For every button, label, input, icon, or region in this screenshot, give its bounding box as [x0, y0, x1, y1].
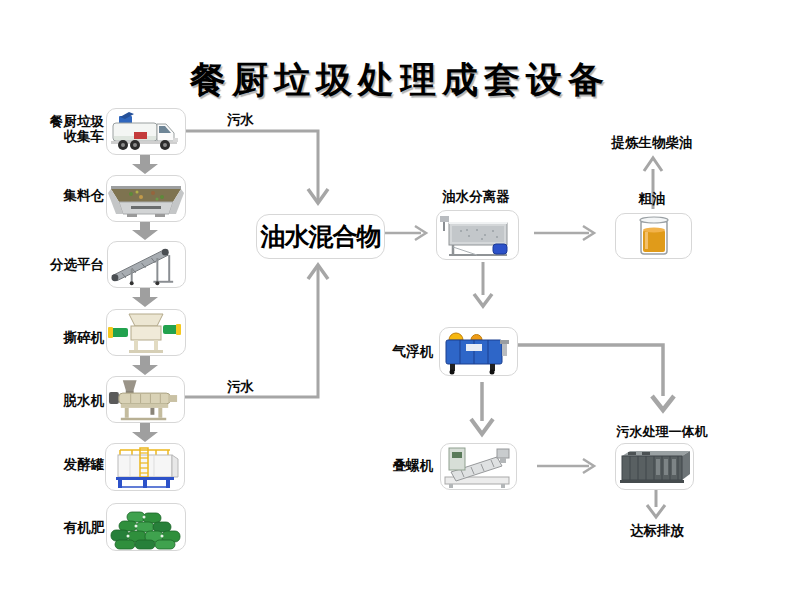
screw-press-icon — [441, 444, 516, 489]
label-flotation: 气浮机 — [393, 345, 434, 360]
fermentation-tank-icon — [106, 444, 184, 490]
node-mixture: 油水混合物 — [256, 214, 385, 259]
arrow-flotation-to-screw — [471, 382, 493, 434]
node-crude-oil — [615, 213, 692, 259]
label-hopper: 集料仓 — [64, 189, 105, 204]
node-separator — [436, 210, 519, 260]
label-sewage-top: 污水 — [227, 113, 254, 128]
arrow-separator-to-crude — [534, 226, 594, 240]
block-arrow-truck-hopper — [132, 155, 158, 174]
collection-bin-icon — [107, 176, 185, 221]
block-arrow-hopper-sorting — [132, 221, 158, 240]
node-sorting — [107, 241, 186, 288]
node-truck — [106, 108, 186, 155]
sewage-line-dewater-to-mixture — [182, 265, 328, 397]
air-flotation-machine-icon — [440, 328, 517, 375]
shredder-icon — [107, 310, 185, 355]
label-sewage-bottom: 污水 — [227, 380, 254, 395]
label-crude-oil: 粗油 — [639, 192, 666, 207]
node-shredder — [106, 309, 186, 356]
label-truck: 餐厨垃圾 收集车 — [50, 115, 104, 144]
diagram-title: 餐厨垃圾处理成套设备 — [0, 56, 800, 105]
mixture-label: 油水混合物 — [257, 215, 384, 258]
truck-icon — [107, 109, 185, 154]
node-flotation — [439, 327, 518, 376]
dewatering-machine-icon — [107, 377, 184, 422]
fertilizer-bags-icon — [107, 504, 185, 550]
sewage-treatment-unit-icon — [616, 444, 693, 489]
label-fertilizer: 有机肥 — [64, 521, 105, 536]
arrow-mixture-to-separator — [385, 226, 426, 240]
label-shredder: 撕碎机 — [64, 331, 105, 346]
node-fermenter — [105, 443, 185, 491]
label-sewage-plant: 污水处理一体机 — [617, 425, 708, 440]
label-separator: 油水分离器 — [442, 190, 510, 205]
block-arrow-dewater-fermenter — [132, 423, 158, 442]
node-fertilizer — [106, 503, 186, 551]
sewage-line-truck-to-mixture — [184, 131, 328, 203]
crude-oil-beaker-icon — [616, 214, 691, 258]
block-arrow-shredder-dewater — [132, 356, 158, 375]
label-dewater: 脱水机 — [64, 394, 105, 409]
node-sewage-plant — [615, 443, 694, 490]
node-hopper — [106, 175, 186, 222]
node-screw-press — [440, 443, 517, 490]
line-flotation-to-plant — [517, 345, 674, 410]
block-arrow-sorting-shredder — [132, 288, 158, 307]
conveyor-icon — [108, 242, 185, 287]
node-dewater — [106, 376, 185, 423]
label-discharge: 达标排放 — [630, 524, 684, 539]
label-biodiesel: 提炼生物柴油 — [612, 136, 693, 151]
arrow-screw-to-plant — [537, 459, 594, 473]
label-screw-press: 叠螺机 — [393, 459, 434, 474]
arrow-plant-to-discharge — [647, 490, 665, 517]
oil-water-separator-icon — [437, 211, 518, 259]
label-fermenter: 发酵罐 — [64, 458, 105, 473]
arrow-separator-to-flotation — [474, 262, 492, 306]
label-sorting: 分选平台 — [50, 258, 104, 273]
